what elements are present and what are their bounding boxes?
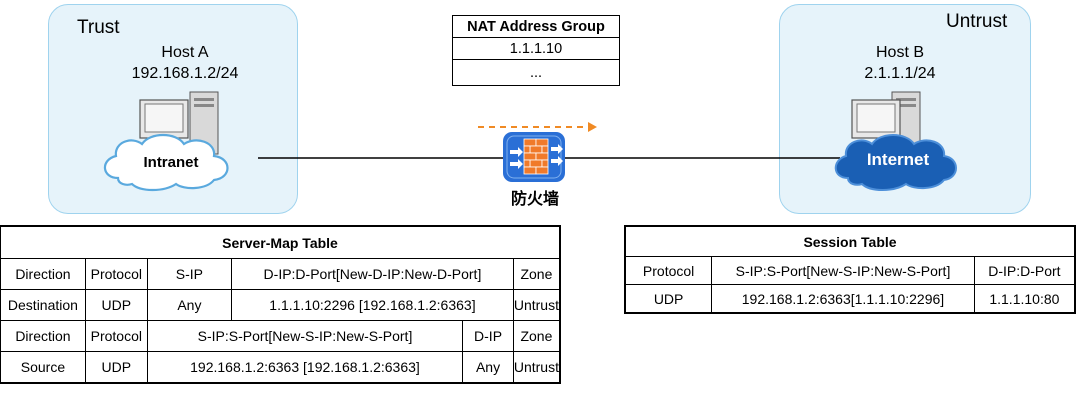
- host-b-computer-icon: [851, 91, 921, 155]
- table-cell: 1.1.1.10:80: [973, 284, 1076, 313]
- table-cell: 192.168.1.2:6363 [192.168.1.2:6363]: [146, 351, 464, 383]
- table-cell: Zone: [512, 258, 561, 290]
- table-cell: Any: [146, 289, 233, 321]
- table-cell: Direction: [0, 320, 86, 352]
- table-row: Direction Protocol S-IP D-IP:D-Port[New-…: [0, 258, 561, 290]
- table-row: Protocol S-IP:S-Port[New-S-IP:New-S-Port…: [624, 256, 1076, 285]
- intranet-cloud-label: Intranet: [143, 154, 199, 171]
- table-cell: D-IP:D-Port: [973, 256, 1076, 285]
- table-cell: D-IP:D-Port[New-D-IP:New-D-Port]: [231, 258, 514, 290]
- table-cell: Untrust: [512, 289, 561, 321]
- host-b-ip: 2.1.1.1/24: [864, 65, 936, 82]
- table-cell: Direction: [0, 258, 86, 290]
- table-cell: Protocol: [624, 256, 713, 285]
- table-cell: S-IP:S-Port[New-S-IP:New-S-Port]: [146, 320, 464, 352]
- host-a-ip: 192.168.1.2/24: [131, 65, 239, 82]
- host-b-name: Host B: [875, 44, 924, 61]
- server-map-table: Server-Map Table Direction Protocol S-IP…: [0, 225, 561, 384]
- traffic-flow-arrow: [478, 122, 597, 132]
- server-map-title: Server-Map Table: [0, 226, 560, 259]
- session-table: Session Table Protocol S-IP:S-Port[New-S…: [624, 225, 1076, 314]
- nat-address-group: NAT Address Group 1.1.1.10 ...: [452, 15, 620, 86]
- table-cell: Any: [462, 351, 514, 383]
- table-row: UDP 192.168.1.2:6363[1.1.1.10:2296] 1.1.…: [624, 284, 1076, 313]
- firewall-label: 防火墙: [510, 189, 559, 208]
- table-cell: Zone: [512, 320, 561, 352]
- internet-cloud-label: Internet: [866, 150, 930, 169]
- internet-cloud-icon: [834, 134, 957, 191]
- table-row: Destination UDP Any 1.1.1.10:2296 [192.1…: [0, 289, 561, 321]
- session-table-title: Session Table: [625, 226, 1075, 257]
- table-cell: S-IP: [146, 258, 233, 290]
- table-cell: Untrust: [512, 351, 561, 383]
- table-cell: UDP: [84, 351, 148, 383]
- table-cell: S-IP:S-Port[New-S-IP:New-S-Port]: [711, 256, 975, 285]
- intranet-cloud-icon: [103, 133, 229, 192]
- table-cell: Source: [0, 351, 86, 383]
- untrust-zone-label: Untrust: [946, 11, 1008, 32]
- table-cell: Protocol: [84, 258, 148, 290]
- table-cell: 1.1.1.10:2296 [192.168.1.2:6363]: [231, 289, 514, 321]
- table-cell: UDP: [84, 289, 148, 321]
- table-row: Source UDP 192.168.1.2:6363 [192.168.1.2…: [0, 351, 561, 383]
- nat-group-row: ...: [452, 59, 620, 86]
- host-a-name: Host A: [161, 44, 209, 61]
- nat-group-title: NAT Address Group: [452, 15, 620, 38]
- trust-zone-label: Trust: [77, 17, 120, 38]
- table-cell: UDP: [624, 284, 713, 313]
- table-cell: 192.168.1.2:6363[1.1.1.10:2296]: [711, 284, 975, 313]
- table-cell: D-IP: [462, 320, 514, 352]
- table-row: Direction Protocol S-IP:S-Port[New-S-IP:…: [0, 320, 561, 352]
- nat-group-row: 1.1.1.10: [452, 37, 620, 60]
- table-cell: Destination: [0, 289, 86, 321]
- firewall-icon: [503, 132, 565, 182]
- table-cell: Protocol: [84, 320, 148, 352]
